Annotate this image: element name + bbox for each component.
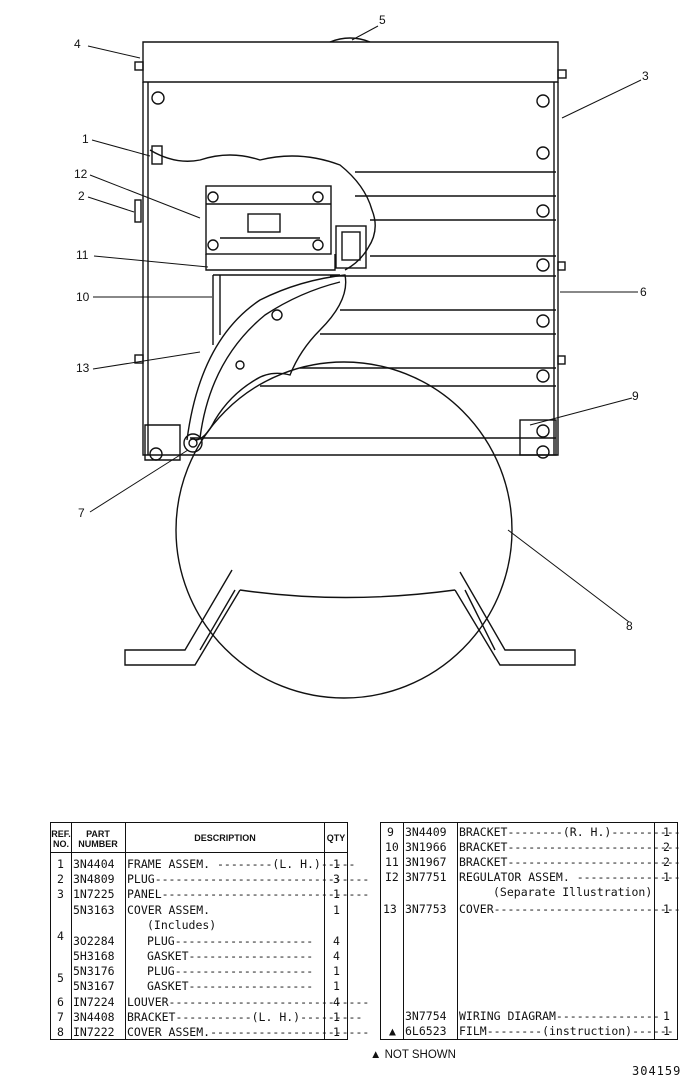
bracket-9 bbox=[519, 419, 557, 456]
curved-cover bbox=[186, 274, 347, 441]
cutaway-edge bbox=[149, 149, 376, 271]
leader-lines bbox=[87, 25, 642, 623]
callout-1: 1 bbox=[82, 132, 89, 146]
pivot bbox=[183, 433, 203, 453]
tank bbox=[175, 361, 513, 699]
header-ref: REF. NO. bbox=[51, 829, 71, 849]
louvers bbox=[190, 171, 556, 439]
connector bbox=[335, 225, 367, 269]
bracket-10 bbox=[212, 275, 221, 345]
header-description: DESCRIPTION bbox=[194, 833, 256, 843]
header-part-number: PART NUMBER bbox=[78, 829, 118, 849]
callout-11: 11 bbox=[76, 248, 89, 262]
callout-8: 8 bbox=[626, 619, 633, 633]
top-cover bbox=[142, 41, 559, 83]
callout-13: 13 bbox=[76, 361, 90, 375]
callout-5: 5 bbox=[379, 13, 386, 27]
callout-2: 2 bbox=[78, 189, 85, 203]
not-shown-note: ▲ NOT SHOWN bbox=[370, 1049, 456, 1061]
right-leg bbox=[454, 571, 576, 666]
header-qty: QTY bbox=[326, 833, 346, 843]
callout-7: 7 bbox=[78, 506, 85, 520]
callout-12: 12 bbox=[74, 167, 88, 181]
top-cover-ridge bbox=[329, 37, 371, 43]
bolts bbox=[151, 91, 550, 459]
figure-number: 304159 bbox=[632, 1064, 682, 1078]
callout-6: 6 bbox=[640, 285, 647, 299]
regulator-box bbox=[205, 185, 332, 255]
left-leg bbox=[124, 569, 241, 666]
callout-3: 3 bbox=[642, 69, 649, 83]
callout-9: 9 bbox=[632, 389, 639, 403]
exploded-view-drawing: 5 4 3 1 12 2 11 10 6 13 9 7 8 bbox=[74, 13, 649, 699]
callout-10: 10 bbox=[76, 290, 90, 304]
callout-4: 4 bbox=[74, 37, 81, 51]
